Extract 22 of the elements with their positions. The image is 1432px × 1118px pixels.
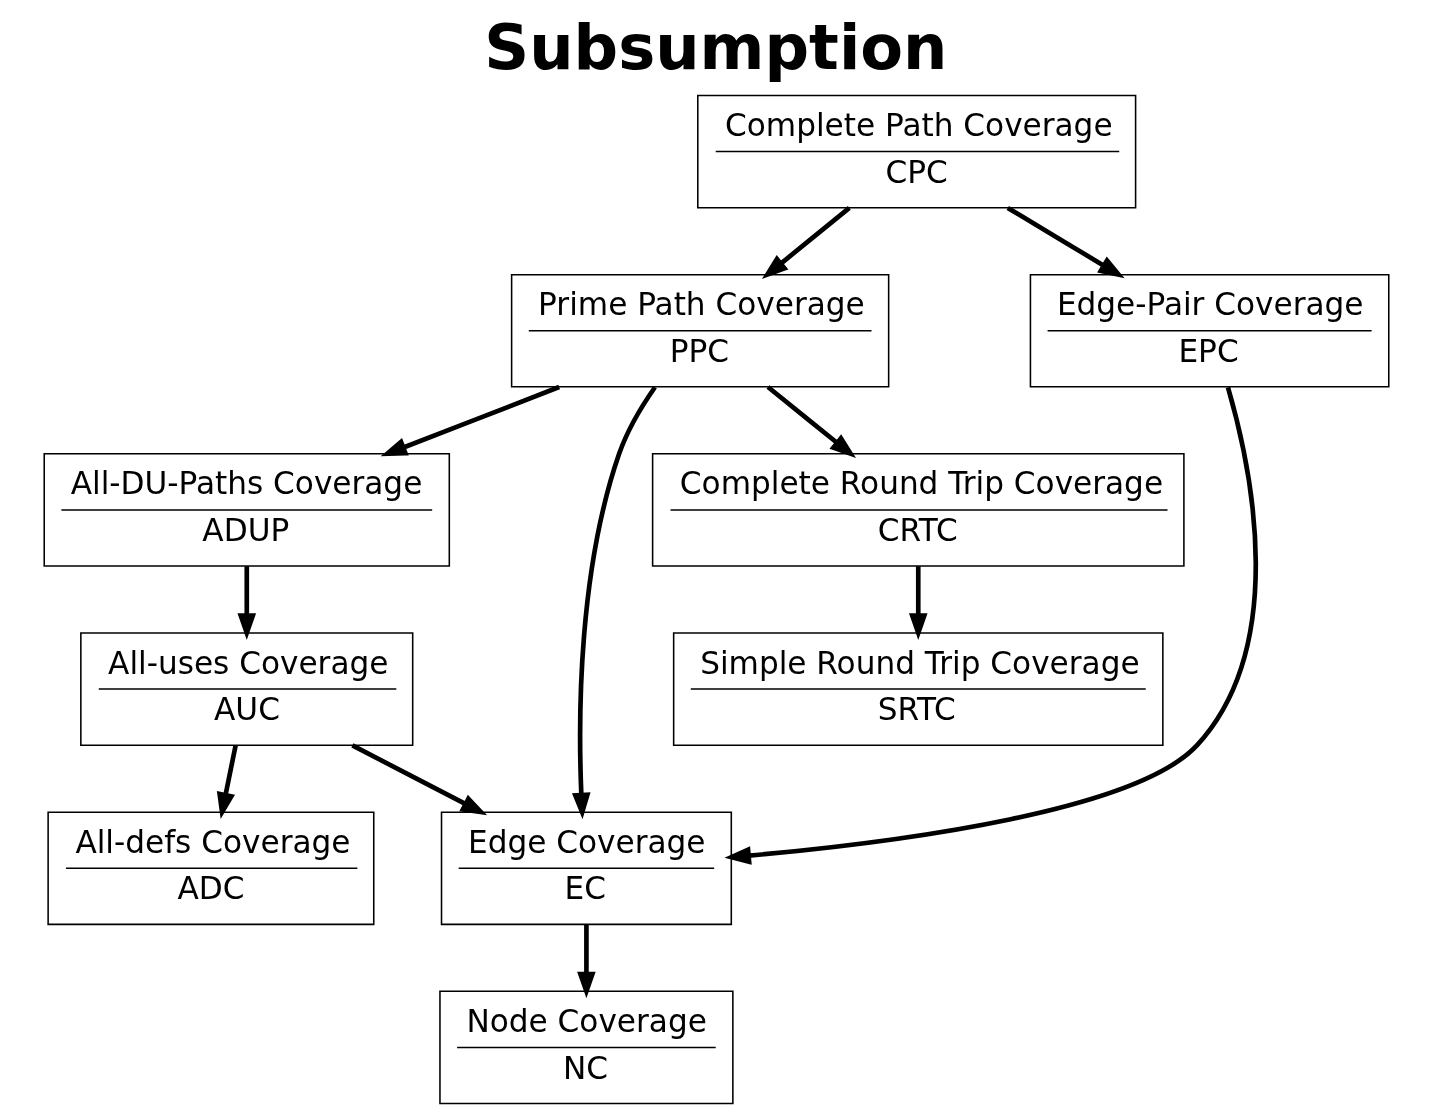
arrow xyxy=(908,566,928,640)
arrow xyxy=(380,384,560,457)
diagram-title: Subsumption xyxy=(483,11,947,85)
arrow xyxy=(571,385,657,820)
arrow xyxy=(576,924,596,999)
arrow xyxy=(236,566,256,640)
arrow xyxy=(761,206,851,279)
node-box: All-uses Coverage AUC xyxy=(79,632,413,746)
arrow xyxy=(1006,205,1125,279)
node-box: Complete Path Coverage CPC xyxy=(696,94,1136,209)
arrow xyxy=(723,386,1258,865)
node-box: Edge Coverage EC xyxy=(440,811,732,926)
node-box: All-DU-Paths Coverage ADUP xyxy=(42,453,450,567)
node-box: Edge-Pair Coverage EPC xyxy=(1029,273,1390,388)
node-box: Complete Round Trip Coverage CRTC xyxy=(651,453,1185,567)
arrow xyxy=(350,743,487,816)
arrow xyxy=(216,744,238,819)
node-box: All-defs Coverage ADC xyxy=(46,811,374,926)
arrow xyxy=(766,385,856,459)
node-box: Node Coverage NC xyxy=(438,990,734,1105)
node-box: Simple Round Trip Coverage SRTC xyxy=(672,632,1164,746)
node-box: Prime Path Coverage PPC xyxy=(510,273,889,388)
